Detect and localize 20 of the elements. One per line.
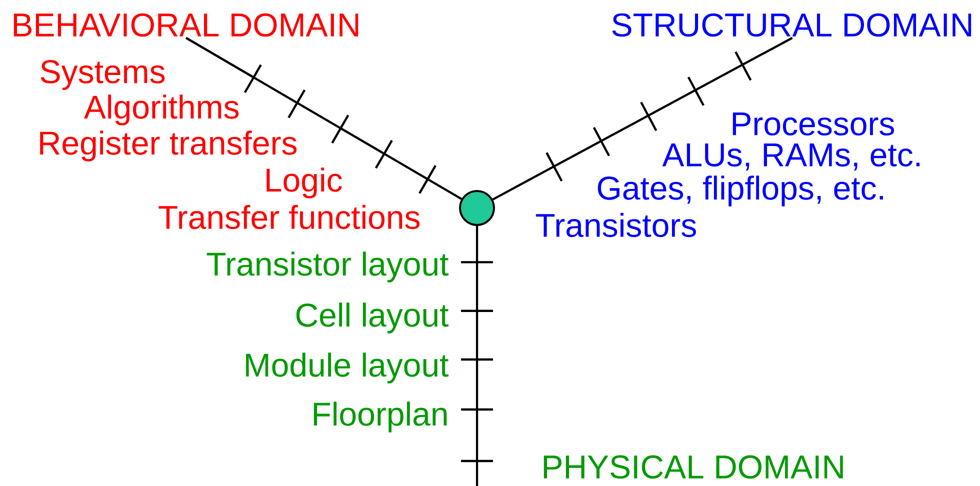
axis-line bbox=[185, 36, 462, 200]
level-label: Processors bbox=[732, 112, 894, 136]
level-label: Transistors bbox=[536, 212, 696, 238]
domain-title: PHYSICAL DOMAIN bbox=[544, 455, 843, 479]
axis-line bbox=[476, 226, 478, 486]
center-circle bbox=[459, 190, 495, 226]
level-label: Gates, flipflops, etc. bbox=[598, 176, 883, 206]
domain-title: STRUCTURAL DOMAIN bbox=[612, 13, 972, 37]
level-label: Cell layout bbox=[296, 302, 448, 334]
axis-line bbox=[492, 36, 793, 200]
domain-title: BEHAVIORAL DOMAIN bbox=[14, 13, 358, 37]
level-label: Transistor layout bbox=[206, 252, 448, 282]
level-label: Logic bbox=[266, 168, 342, 198]
level-label: Register transfers bbox=[40, 130, 297, 162]
level-label: Module layout bbox=[246, 352, 448, 384]
level-label: Transfer functions bbox=[158, 204, 420, 230]
level-label: Systems bbox=[40, 60, 165, 90]
level-label: Floorplan bbox=[314, 402, 447, 432]
level-label: Algorithms bbox=[84, 94, 239, 126]
level-label: ALUs, RAMs, etc. bbox=[662, 144, 920, 170]
